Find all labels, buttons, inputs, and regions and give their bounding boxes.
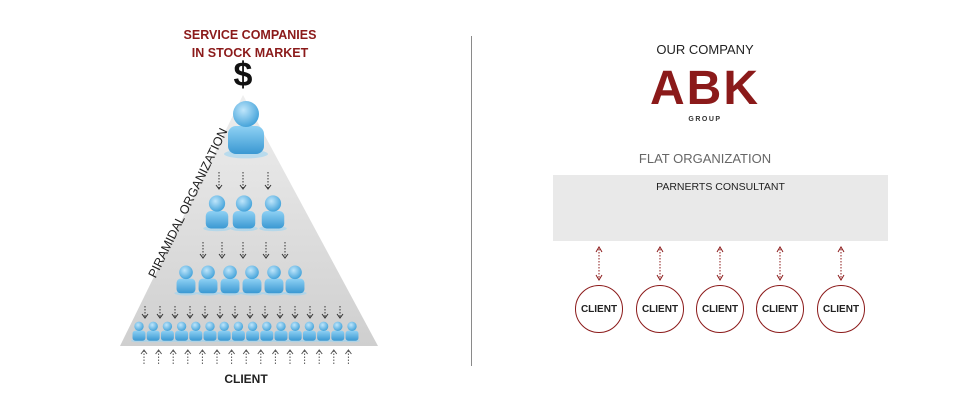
- partners-band: [553, 175, 888, 241]
- person-icon: [159, 321, 176, 343]
- arrow-down-icon: [321, 306, 329, 319]
- arrow-down-icon: [291, 306, 299, 319]
- arrow-down-icon: [215, 172, 223, 190]
- dollar-icon: $: [233, 56, 253, 94]
- person-icon: [259, 195, 287, 232]
- person-icon: [174, 265, 198, 296]
- person-icon: [315, 321, 332, 343]
- person-icon: [301, 321, 318, 343]
- arrow-down-icon: [171, 306, 179, 319]
- person-icon: [131, 321, 147, 343]
- arrow-down-icon: [216, 306, 224, 319]
- person-icon: [244, 321, 261, 343]
- left-title-line1: SERVICE COMPANIES: [183, 28, 317, 42]
- flat-organization-label: FLAT ORGANIZATION: [638, 151, 772, 166]
- arrow-down-icon: [231, 306, 239, 319]
- arrow-up-icon: [257, 349, 265, 364]
- double-arrow-icon: [716, 246, 724, 281]
- person-icon: [230, 195, 258, 232]
- person-icon: [187, 321, 204, 343]
- abk-logo-subtext: GROUP: [688, 116, 722, 123]
- person-icon: [329, 321, 346, 343]
- left-client-label: CLIENT: [224, 372, 268, 386]
- person-icon: [173, 321, 190, 343]
- arrow-up-icon: [169, 349, 177, 364]
- arrow-up-icon: [184, 349, 192, 364]
- arrow-up-icon: [155, 349, 162, 364]
- person-icon: [216, 321, 233, 343]
- arrow-down-icon: [186, 306, 194, 319]
- person-icon: [224, 101, 268, 159]
- partners-band-label: PARNERTS CONSULTANT: [656, 181, 785, 193]
- person-icon: [202, 321, 218, 343]
- client-circle-3: CLIENT: [696, 285, 744, 333]
- person-icon: [258, 321, 275, 343]
- person-icon: [287, 321, 304, 343]
- abk-logo: ABK: [650, 62, 760, 115]
- arrow-down-icon: [306, 306, 314, 319]
- arrow-down-icon: [262, 242, 270, 259]
- arrow-down-icon: [239, 172, 247, 190]
- person-icon: [230, 321, 247, 343]
- arrow-down-icon: [156, 306, 164, 319]
- client-circle-2: CLIENT: [636, 285, 684, 333]
- left-title: SERVICE COMPANIES IN STOCK MARKET: [140, 26, 360, 62]
- arrow-up-icon: [286, 349, 294, 364]
- arrow-up-icon: [140, 349, 148, 364]
- arrow-down-icon: [218, 242, 226, 259]
- client-circle-5: CLIENT: [817, 285, 865, 333]
- arrow-up-icon: [301, 349, 308, 364]
- double-arrow-icon: [776, 246, 784, 281]
- client-circle-1: CLIENT: [575, 285, 623, 333]
- left-title-line2: IN STOCK MARKET: [191, 46, 309, 60]
- arrow-up-icon: [345, 349, 352, 364]
- person-icon: [240, 265, 264, 296]
- arrow-down-icon: [261, 306, 269, 319]
- arrow-down-icon: [199, 242, 207, 259]
- arrow-down-icon: [201, 306, 209, 319]
- arrow-down-icon: [239, 242, 247, 259]
- arrow-down-icon: [281, 242, 289, 259]
- person-icon: [203, 195, 231, 232]
- arrow-down-icon: [246, 306, 254, 319]
- arrow-up-icon: [330, 349, 338, 364]
- arrow-down-icon: [141, 306, 149, 319]
- arrow-up-icon: [213, 349, 221, 364]
- arrow-down-icon: [264, 172, 272, 190]
- person-icon: [196, 265, 220, 296]
- arrow-up-icon: [272, 349, 279, 364]
- person-icon: [145, 321, 162, 343]
- person-icon: [344, 321, 360, 343]
- client-circle-4: CLIENT: [756, 285, 804, 333]
- person-icon: [262, 265, 286, 296]
- our-company-heading: OUR COMPANY: [656, 42, 754, 57]
- arrow-down-icon: [336, 306, 344, 319]
- arrow-down-icon: [276, 306, 284, 319]
- arrow-up-icon: [199, 349, 206, 364]
- arrow-up-icon: [242, 349, 250, 364]
- person-icon: [218, 265, 242, 296]
- section-divider: [471, 36, 472, 366]
- arrow-up-icon: [228, 349, 235, 364]
- person-icon: [273, 321, 289, 343]
- double-arrow-icon: [837, 246, 845, 281]
- double-arrow-icon: [595, 246, 603, 281]
- person-icon: [283, 265, 307, 296]
- arrow-up-icon: [315, 349, 323, 364]
- double-arrow-icon: [656, 246, 664, 281]
